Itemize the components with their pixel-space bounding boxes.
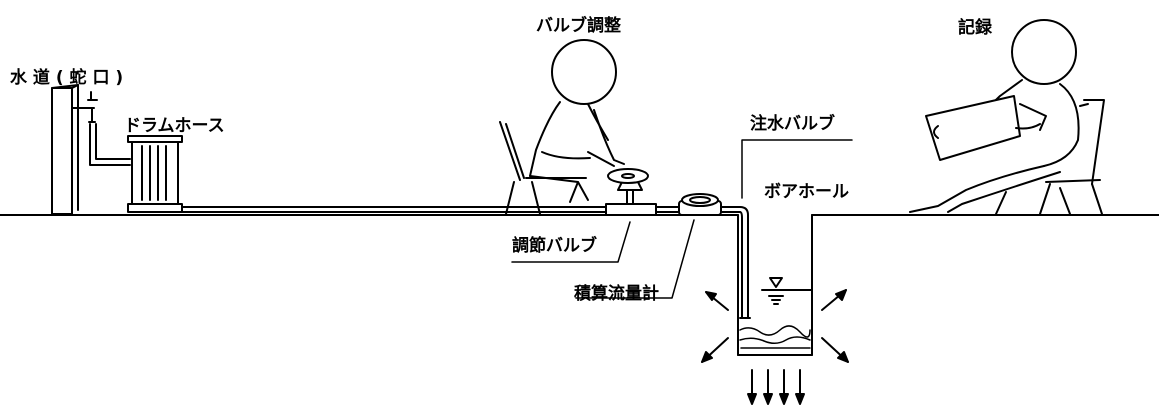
drum-hose-label: ドラムホース <box>124 116 225 136</box>
control-valve-label: 調節バルブ <box>512 236 597 256</box>
borehole-icon <box>737 206 813 356</box>
water-tap-label: 水 道 ( 蛇 口 ) <box>10 68 124 88</box>
control-valve-icon <box>605 168 657 216</box>
faucet-icon <box>51 84 98 215</box>
injection-valve-label: 注水バルブ <box>750 114 835 134</box>
flow-meter-icon <box>678 193 722 216</box>
valve-adjust-label: バルブ調整 <box>536 16 621 36</box>
borehole-label: ボアホール <box>764 182 849 202</box>
flow-meter-label: 積算流量計 <box>574 284 659 304</box>
tap-hose <box>89 123 131 166</box>
hose-drum-icon <box>127 135 183 213</box>
leader-lines <box>511 139 853 299</box>
valve-operator-figure <box>499 39 625 215</box>
recorder-figure <box>909 19 1105 215</box>
seepage-arrows <box>701 289 849 405</box>
record-label: 記録 <box>958 18 992 38</box>
surface-pipe <box>181 206 741 213</box>
